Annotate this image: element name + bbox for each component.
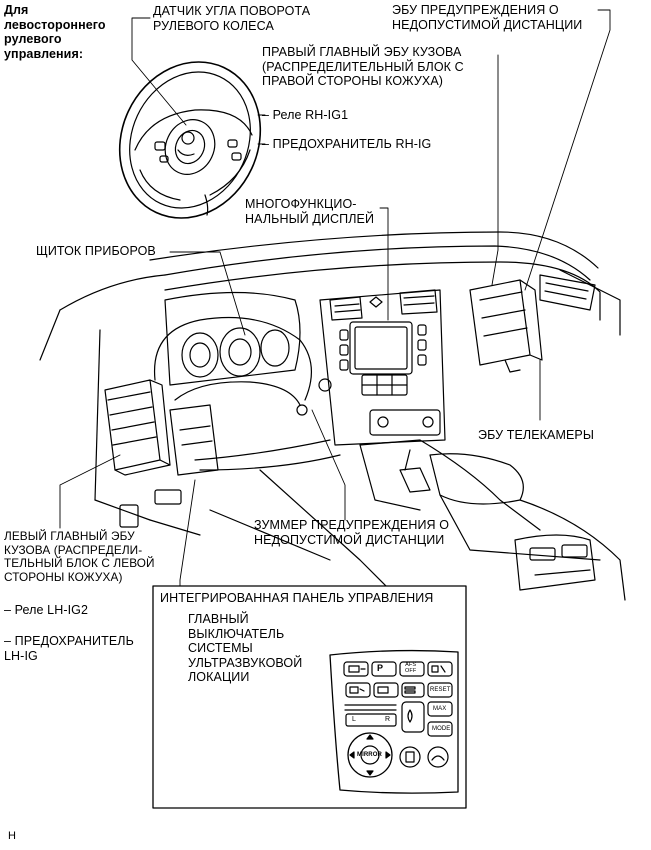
steering-wheel-icon [118, 61, 262, 219]
steering-sensor-label: ДАТЧИК УГЛА ПОВОРОТА РУЛЕВОГО КОЛЕСА [153, 4, 311, 33]
camera-ecu-label: ЭБУ ТЕЛЕКАМЕРЫ [478, 428, 594, 442]
left-body-ecu-label: ЛЕВЫЙ ГЛАВНЫЙ ЭБУ КУЗОВА (РАСПРЕДЕЛИ- ТЕ… [4, 529, 155, 584]
relay-rh-label: – Реле RH-IG1 [262, 108, 349, 122]
right-body-ecu-label: ПРАВЫЙ ГЛАВНЫЙ ЭБУ КУЗОВА (РАСПРЕДЕЛИТЕЛ… [262, 45, 464, 88]
distance-ecu-label: ЭБУ ПРЕДУПРЕЖДЕНИЯ О НЕДОПУСТИМОЙ ДИСТАН… [392, 3, 583, 32]
dashboard-icon [39, 231, 626, 601]
instrument-panel-label: ЩИТОК ПРИБОРОВ [36, 244, 156, 258]
max-button-label: MAX [433, 706, 447, 712]
left-label: L [352, 716, 356, 723]
corner-letter: H [8, 830, 17, 842]
fuse-lh-label: – ПРЕДОХРАНИТЕЛЬ LH-IG [4, 634, 134, 663]
mode-button-label: MODE [432, 726, 451, 732]
sonar-switch-label: ГЛАВНЫЙ ВЫКЛЮЧАТЕЛЬ СИСТЕМЫ УЛЬТРАЗВУКОВ… [188, 612, 303, 684]
right-label: R [385, 716, 391, 723]
reset-button-label: RESET [430, 687, 451, 693]
relay-lh-label: – Реле LH-IG2 [4, 603, 89, 617]
control-panel-icon [152, 585, 467, 809]
multi-display-label: МНОГОФУНКЦИО- НАЛЬНЫЙ ДИСПЛЕЙ [245, 197, 375, 226]
integrated-panel-label: ИНТЕГРИРОВАННАЯ ПАНЕЛЬ УПРАВЛЕНИЯ [160, 591, 434, 606]
buzzer-label: ЗУММЕР ПРЕДУПРЕЖДЕНИЯ О НЕДОПУСТИМОЙ ДИС… [254, 518, 450, 547]
parking-button-label: P [377, 663, 384, 673]
lhd-note: Для левостороннего рулевого управления: [4, 3, 106, 61]
afs-off-label: AFS OFF [405, 662, 417, 674]
fuse-rh-label: – ПРЕДОХРАНИТЕЛЬ RH-IG [262, 137, 432, 151]
mirror-button-label: MIRROR [357, 752, 382, 758]
